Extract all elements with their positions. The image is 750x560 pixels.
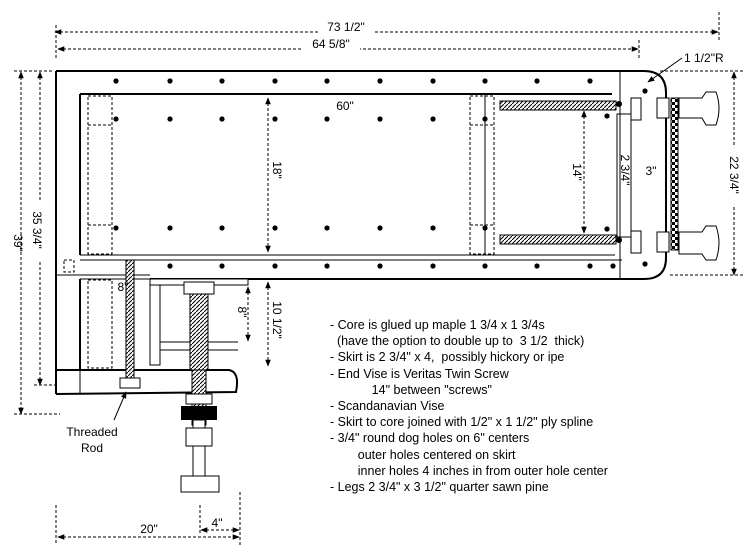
dimension-skirt-length: 64 5/8": [57, 37, 640, 58]
dimension-overall-length: 73 1/2": [54, 12, 720, 58]
dimension-bottom-short: 4": [199, 505, 240, 535]
dimension-top-width-inner: 35 3/4": [30, 71, 58, 386]
dimension-top-width-outer: 39": [11, 70, 60, 415]
threaded-rod-label-line2: Rod: [81, 441, 103, 455]
bottom-length-label: 20": [140, 522, 158, 536]
overall-length-label: 73 1/2": [327, 20, 365, 34]
end-vise-width-label: 22 3/4": [727, 156, 741, 194]
note-line: - Skirt to core joined with 1/2" x 1 1/2…: [330, 415, 594, 430]
note-line: (have the option to double up to 3 1/2 t…: [330, 334, 585, 349]
end-vise-twin-screw: [499, 91, 720, 261]
note-line: outer holes centered on skirt: [330, 447, 516, 462]
dimension-endcap-depth: 3": [646, 164, 657, 178]
threaded-rod-callout: Threaded Rod: [66, 391, 127, 455]
dog-holes-inner-row-1: [113, 116, 488, 122]
build-notes: - Core is glued up maple 1 3/4 x 1 3/4s …: [330, 317, 740, 495]
dog-holes-bottom-row: [167, 261, 648, 269]
dog-holes-inner-row-2: [113, 225, 488, 231]
dimension-endcap-width: 2 3/4": [618, 155, 632, 186]
front-vise-small-label: 8": [118, 280, 129, 294]
corner-radius-label: 1 1/2"R: [684, 51, 724, 65]
dimension-front-vise-depth: 10 1/2": [265, 281, 284, 367]
front-vise-travel-label: 8": [235, 307, 249, 318]
dimension-front-vise-travel: 8": [235, 286, 251, 342]
note-line: - Legs 2 3/4" x 3 1/2" quarter sawn pine: [330, 479, 549, 494]
note-line: - 3/4" round dog holes on 6" centers: [330, 431, 530, 446]
note-line: - Scandanavian Vise: [330, 398, 445, 413]
top-width-inner-label: 35 3/4": [30, 211, 44, 249]
threaded-rod-label-line1: Threaded: [66, 425, 117, 439]
note-line: - Core is glued up maple 1 3/4 x 1 3/4s: [330, 318, 545, 332]
dog-holes-top-row: [113, 78, 648, 94]
top-width-outer-label: 39": [11, 234, 25, 252]
front-vise: 8": [55, 259, 249, 493]
bottom-short-label: 4": [212, 516, 223, 530]
dimension-inner-depth: 18": [265, 97, 284, 253]
note-line: 14" between "screws": [330, 382, 492, 397]
dimension-top-span: 60": [336, 99, 354, 113]
front-vise-depth-label: 10 1/2": [270, 301, 284, 339]
dimension-bottom-length: 20": [55, 492, 241, 545]
dimension-end-vise-width: 22 3/4": [660, 70, 744, 276]
note-line: inner holes 4 inches in from outer hole …: [330, 463, 608, 478]
corner-radius-callout: 1 1/2"R: [647, 51, 724, 83]
screw-spacing-label: 14": [570, 163, 584, 181]
endcap-depth-label: 3": [646, 164, 657, 178]
skirt-length-label: 64 5/8": [312, 37, 350, 51]
inner-depth-label: 18": [270, 161, 284, 179]
dimension-screw-spacing: 14": [569, 110, 587, 234]
note-line: - End Vise is Veritas Twin Screw: [330, 366, 509, 381]
dog-holes-endcap: [604, 113, 610, 232]
note-line: - Skirt is 2 3/4" x 4, possibly hickory …: [330, 350, 565, 365]
top-span-label: 60": [336, 99, 354, 113]
endcap-width-label: 2 3/4": [618, 155, 632, 186]
